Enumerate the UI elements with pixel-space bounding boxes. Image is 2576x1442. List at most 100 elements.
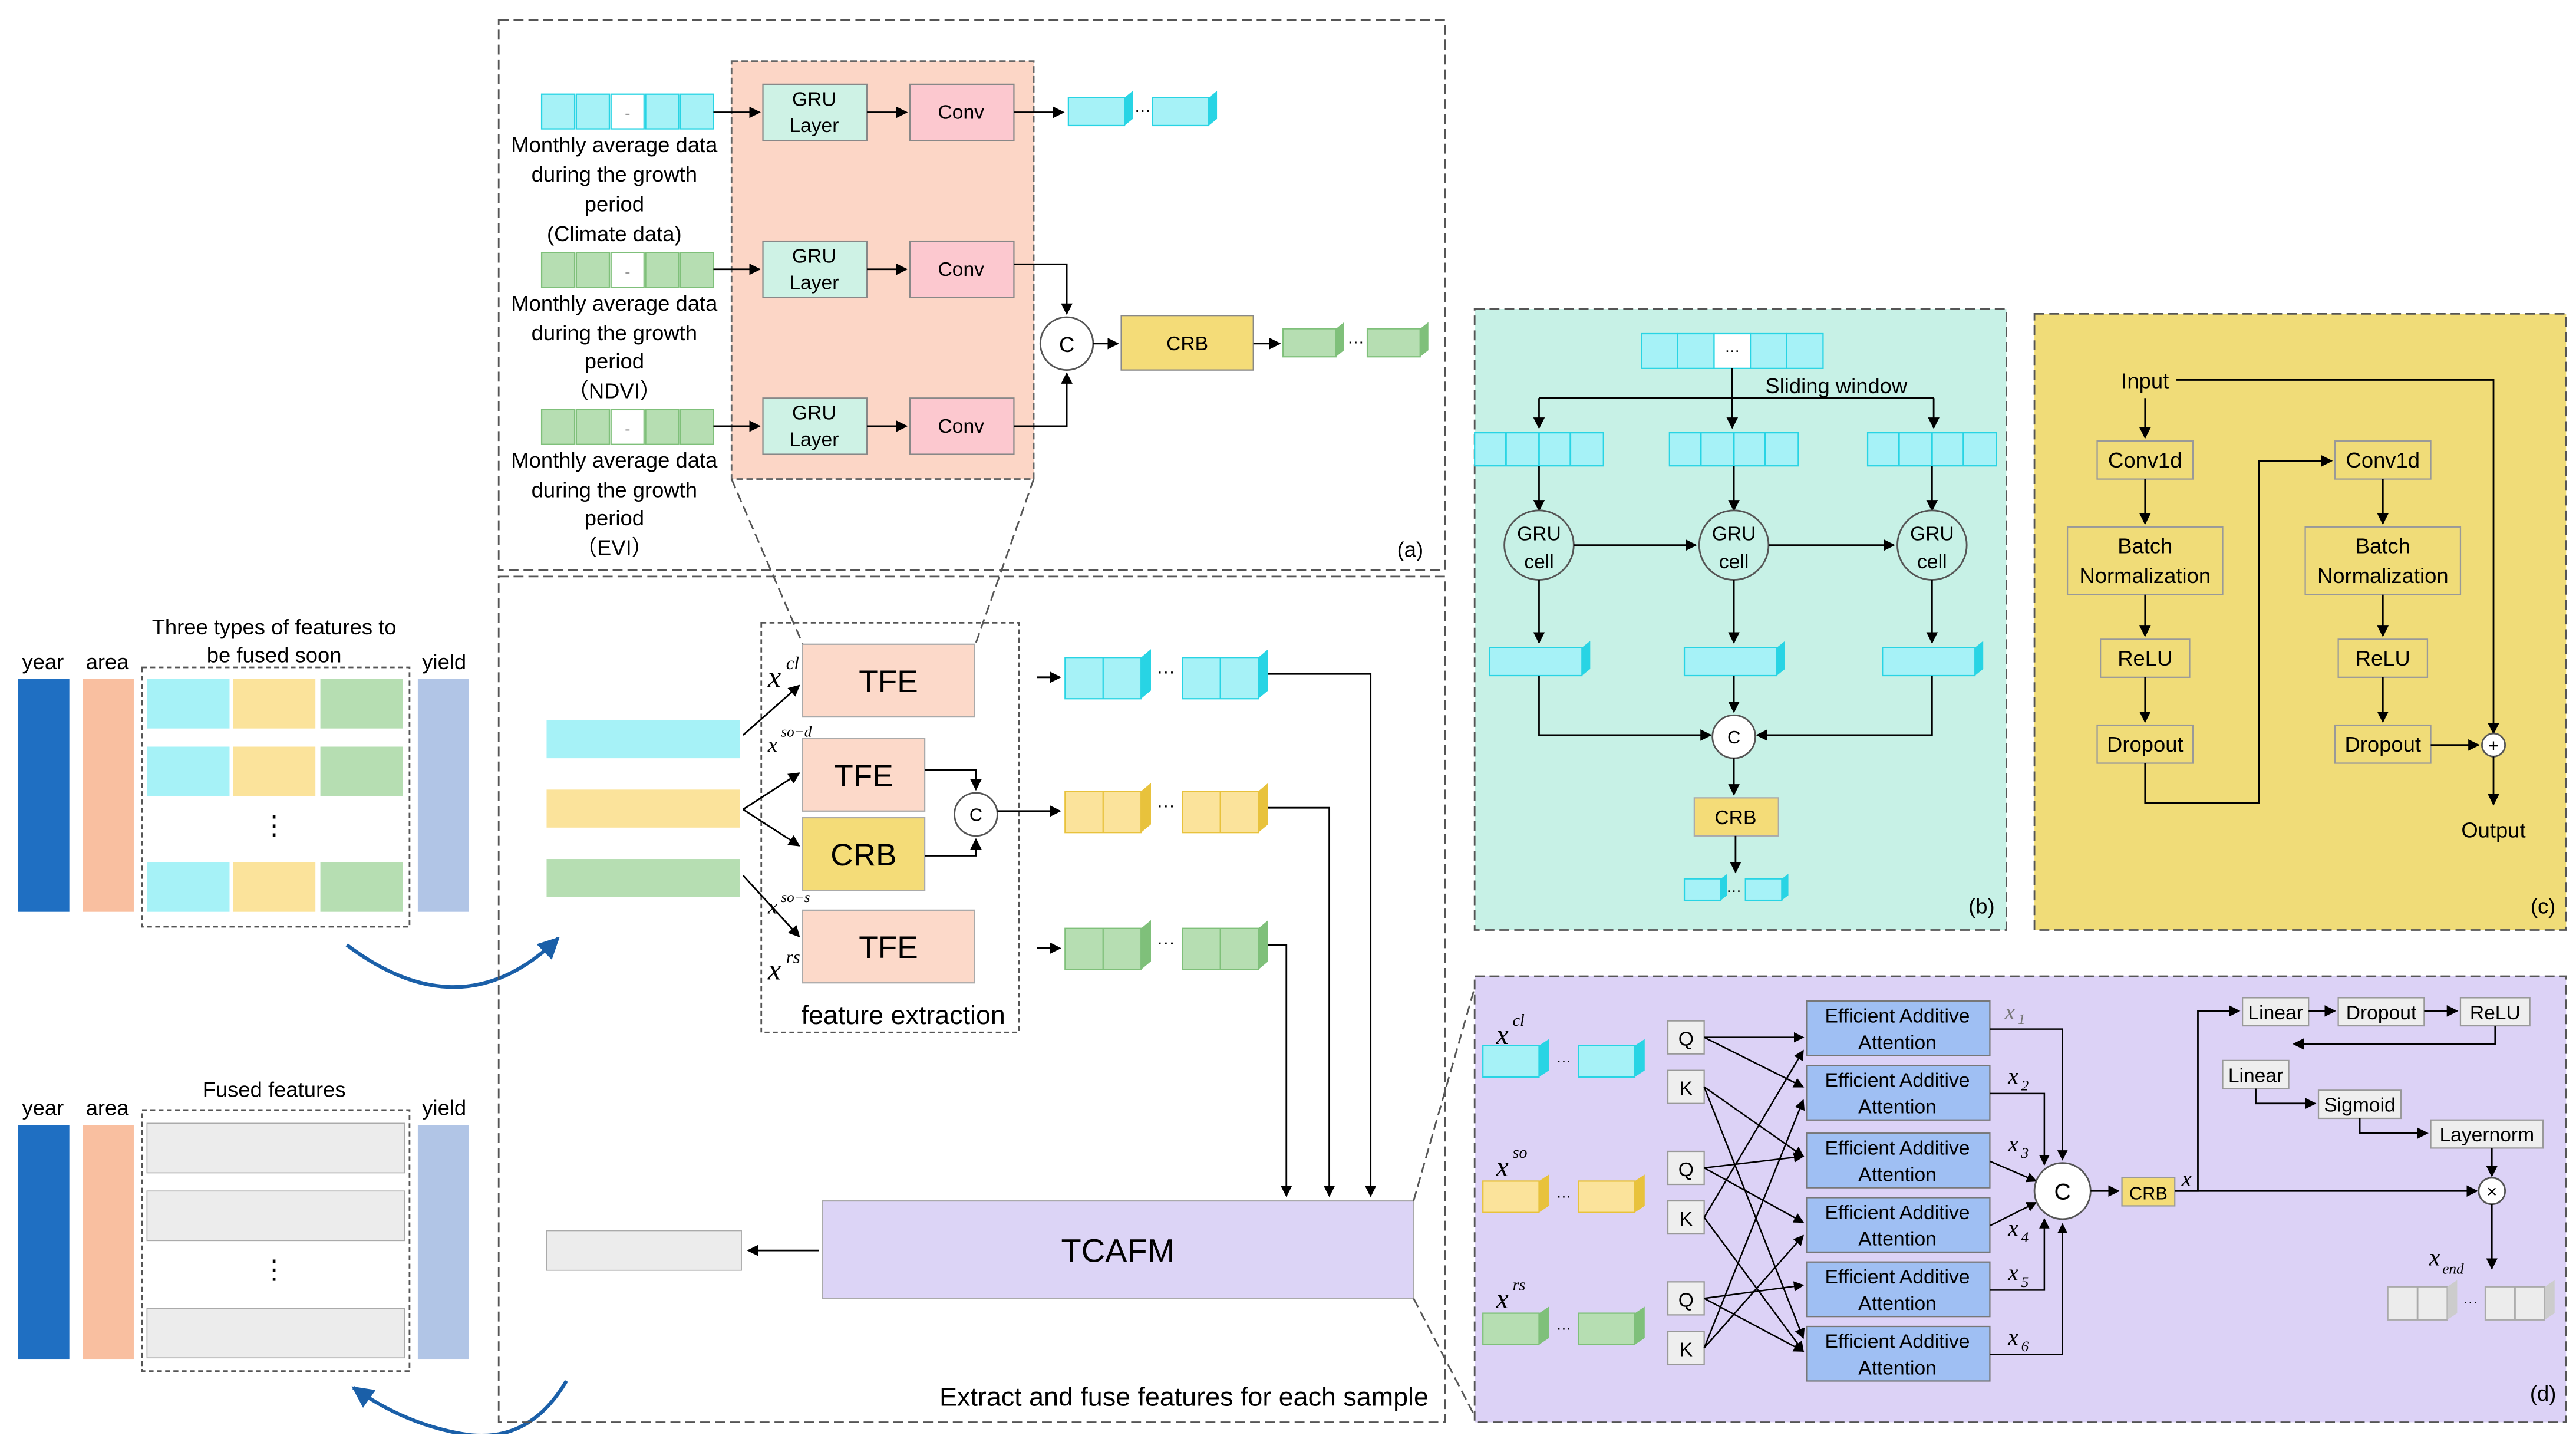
svg-text:x: x bbox=[1496, 1020, 1509, 1051]
main-panel-footer: Extract and fuse features for each sampl… bbox=[939, 1382, 1429, 1412]
crb-box: CRB bbox=[1693, 797, 1779, 837]
main-panel-frame bbox=[497, 575, 1446, 1423]
x-end-label: x end bbox=[2429, 1244, 2464, 1277]
sequence-gap-mark: - bbox=[625, 263, 630, 281]
svg-text:+: + bbox=[2488, 735, 2499, 756]
x-so-label: x so bbox=[1496, 1144, 1528, 1183]
panel-a-label: (a) bbox=[1397, 537, 1424, 561]
hidden-state-block bbox=[1489, 641, 1591, 677]
conv-box: Conv bbox=[909, 397, 1015, 455]
zoom-line bbox=[1413, 976, 1479, 1201]
svg-text:x: x bbox=[767, 661, 781, 694]
svg-text:Attention: Attention bbox=[1858, 1293, 1937, 1315]
svg-text:（EVI）: （EVI） bbox=[576, 535, 654, 559]
area-label: area bbox=[86, 1095, 130, 1120]
main-panel: x cl x so−d x so−s x rs TFE TFE CRB bbox=[497, 479, 1479, 1423]
svg-text:···: ··· bbox=[1556, 1320, 1571, 1336]
crb-box: CRB bbox=[1120, 315, 1254, 371]
svg-text:CRB: CRB bbox=[1166, 333, 1208, 355]
svg-text:x: x bbox=[767, 895, 777, 918]
fused-output-bar bbox=[546, 1230, 742, 1271]
svg-text:period: period bbox=[585, 349, 644, 373]
svg-text:···: ··· bbox=[1725, 342, 1740, 358]
key-box: K bbox=[1667, 1069, 1705, 1104]
zoom-line bbox=[730, 479, 805, 648]
x-so-s-label: x so−s bbox=[767, 890, 810, 918]
curved-arrow-to-fused bbox=[351, 1380, 568, 1438]
svg-text:TCAFM: TCAFM bbox=[1061, 1232, 1175, 1269]
svg-text:Conv1d: Conv1d bbox=[2108, 448, 2182, 472]
svg-text:4: 4 bbox=[2021, 1230, 2029, 1246]
attention-to-concat bbox=[1989, 1028, 2068, 1355]
batch-norm-box: Batch Normalization bbox=[2304, 526, 2462, 595]
zoom-line bbox=[1413, 1298, 1479, 1423]
svg-text:···: ··· bbox=[1157, 661, 1175, 682]
svg-text:x: x bbox=[2007, 1216, 2018, 1241]
svg-text:ReLU: ReLU bbox=[2117, 646, 2172, 670]
svg-text:cell: cell bbox=[1524, 551, 1553, 573]
svg-text:Q: Q bbox=[1678, 1029, 1694, 1051]
svg-text:CRB: CRB bbox=[1714, 807, 1756, 829]
tfe-soil-box: TFE bbox=[802, 738, 926, 812]
panel-b-frame bbox=[1473, 308, 2007, 931]
svg-text:6: 6 bbox=[2021, 1339, 2029, 1355]
vertical-ellipsis: ⋮ bbox=[261, 810, 288, 840]
svg-text:during the growth: during the growth bbox=[532, 478, 697, 502]
svg-text:K: K bbox=[1680, 1209, 1693, 1230]
svg-text:x: x bbox=[1496, 1152, 1509, 1183]
linear-box: Linear bbox=[2241, 997, 2310, 1027]
svg-text:Linear: Linear bbox=[2228, 1065, 2283, 1087]
climate-input-sequence: - bbox=[540, 93, 714, 130]
panel-d: (d) x cl x so x rs ··· ··· bbox=[1473, 975, 2567, 1423]
efficient-additive-attention-box: Efficient Additive Attention bbox=[1806, 1132, 1991, 1189]
climate-input-blocks: ··· bbox=[1482, 1039, 1645, 1078]
features-to-fuse-table: year area yield Three types of features … bbox=[18, 615, 469, 928]
add-node: + bbox=[2481, 732, 2506, 758]
panel-a: (a) - Monthly average data during the gr… bbox=[497, 19, 1446, 571]
svg-text:C: C bbox=[969, 805, 982, 825]
window-block bbox=[1866, 432, 1997, 467]
svg-text:···: ··· bbox=[1556, 1188, 1571, 1204]
soil-input-bar bbox=[546, 789, 740, 828]
svg-text:Layer: Layer bbox=[789, 272, 839, 294]
svg-text:Attention: Attention bbox=[1858, 1032, 1937, 1053]
svg-text:x: x bbox=[1496, 1284, 1509, 1315]
output-blocks: ··· bbox=[1683, 874, 1789, 901]
svg-text:Layernorm: Layernorm bbox=[2439, 1124, 2534, 1146]
efficient-additive-attention-box: Efficient Additive Attention bbox=[1806, 1000, 1991, 1056]
svg-text:so: so bbox=[1513, 1144, 1528, 1162]
gru-layer-box: GRU Layer bbox=[762, 83, 868, 141]
panel-a-frame bbox=[497, 19, 1446, 571]
climate-input-bar bbox=[546, 720, 740, 759]
svg-text:Layer: Layer bbox=[789, 429, 839, 451]
evi-input-sequence: - bbox=[540, 409, 714, 445]
panel-b: (b) ··· Sliding window bbox=[1473, 308, 2007, 931]
gru-layer-box: GRU Layer bbox=[762, 240, 868, 298]
svg-text:x: x bbox=[767, 953, 781, 986]
relu-box: ReLU bbox=[2459, 997, 2531, 1027]
gru-cell-node: GRU cell bbox=[1503, 509, 1575, 581]
tfe-climate-box: TFE bbox=[802, 643, 975, 718]
window-block bbox=[1474, 432, 1604, 467]
conv1d-box: Conv1d bbox=[2334, 440, 2432, 480]
evi-caption: Monthly average data during the growth p… bbox=[511, 448, 718, 560]
dropout-box: Dropout bbox=[2096, 724, 2194, 764]
svg-text:rs: rs bbox=[786, 947, 800, 967]
area-label: area bbox=[86, 650, 130, 674]
crb-soil-box: CRB bbox=[802, 817, 926, 891]
panel-c: (c) Input Conv1d Batch Normalization ReL… bbox=[2033, 312, 2567, 931]
efficient-additive-attention-box: Efficient Additive Attention bbox=[1806, 1197, 1991, 1253]
svg-text:···: ··· bbox=[1727, 883, 1741, 899]
svg-text:GRU: GRU bbox=[1517, 523, 1561, 545]
svg-text:Attention: Attention bbox=[1858, 1164, 1937, 1186]
svg-text:···: ··· bbox=[1347, 332, 1364, 350]
efficient-additive-attention-box: Efficient Additive Attention bbox=[1806, 1261, 1991, 1318]
soil-feature-blocks: ··· bbox=[1064, 783, 1268, 834]
svg-text:ReLU: ReLU bbox=[2470, 1002, 2521, 1024]
svg-text:x: x bbox=[767, 733, 777, 756]
curved-arrow-to-extraction bbox=[345, 936, 560, 989]
zoom-line bbox=[973, 479, 1035, 648]
svg-text:end: end bbox=[2442, 1261, 2464, 1277]
output-label: Output bbox=[2461, 818, 2525, 842]
yield-label: yield bbox=[422, 1095, 466, 1120]
